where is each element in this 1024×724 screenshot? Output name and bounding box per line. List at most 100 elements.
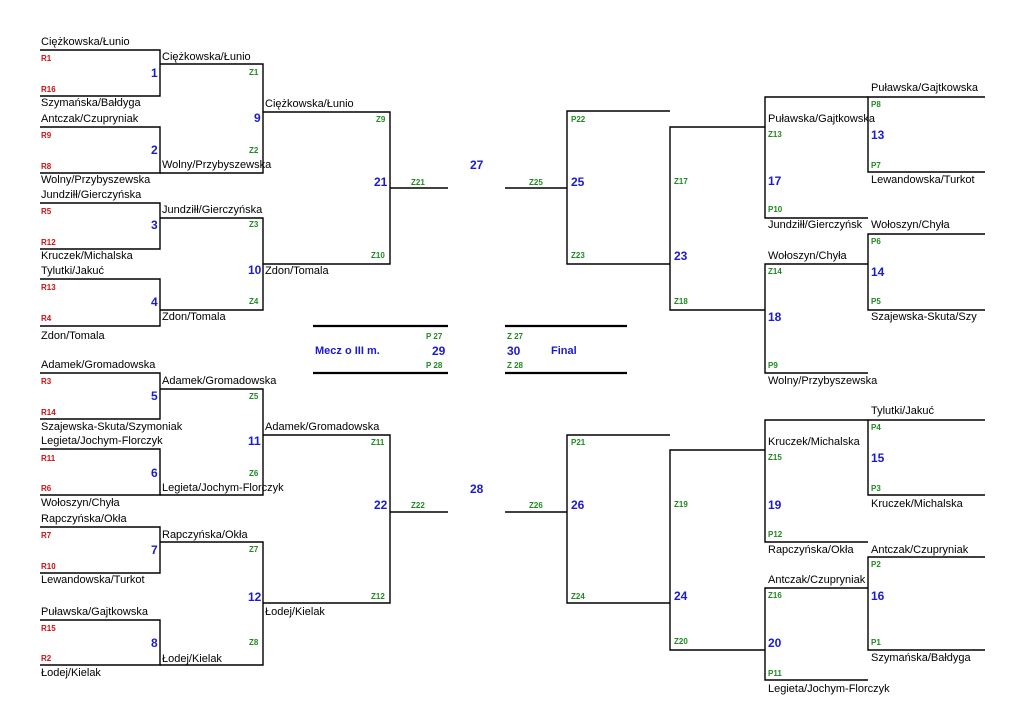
match-number: 28 — [470, 482, 484, 496]
match-number: 4 — [151, 295, 158, 309]
team-name: Lewandowska/Turkot — [871, 174, 975, 186]
team-name: Wolny/Przybyszewska — [162, 159, 272, 171]
winner-code: Z13 — [768, 130, 782, 139]
loser-code: P2 — [871, 560, 881, 569]
team-name: Ciężkowska/Łunio — [265, 98, 354, 110]
team-name: Lewandowska/Turkot — [41, 574, 145, 586]
team-name: Szajewska-Skuta/Szy — [871, 311, 977, 323]
match-number: 10 — [248, 263, 262, 277]
match-number: 27 — [470, 158, 484, 172]
winner-code: Z23 — [571, 251, 585, 260]
team-name: Adamek/Gromadowska — [41, 359, 156, 371]
match-number: 1 — [151, 66, 158, 80]
match-number: 16 — [871, 589, 885, 603]
match-number: 2 — [151, 143, 158, 157]
match-number: 24 — [674, 589, 688, 603]
winner-code: Z 27 — [507, 332, 524, 341]
match-number: 22 — [374, 498, 388, 512]
match-number: 6 — [151, 466, 158, 480]
loser-code: P1 — [871, 638, 881, 647]
winner-code: Z8 — [249, 638, 259, 647]
match-number: 11 — [248, 434, 261, 448]
match-number: 14 — [871, 265, 885, 279]
match-number: 20 — [768, 636, 782, 650]
seed-code: R1 — [41, 54, 52, 63]
team-name: Jundziłł/Gierczyńska — [41, 189, 142, 201]
winner-code: Z7 — [249, 545, 259, 554]
team-name: Ciężkowska/Łunio — [41, 36, 130, 48]
team-name: Szymańska/Bałdyga — [871, 652, 971, 664]
team-name: Wołoszyn/Chyła — [768, 250, 847, 262]
winner-code: Z21 — [411, 178, 425, 187]
seed-code: R14 — [41, 408, 56, 417]
winner-code: Z1 — [249, 68, 259, 77]
winner-code: Z22 — [411, 501, 425, 510]
loser-code: P11 — [768, 669, 782, 678]
loser-code: P21 — [571, 438, 586, 447]
seed-code: R16 — [41, 85, 56, 94]
match-number: 21 — [374, 175, 388, 189]
team-name: Wołoszyn/Chyła — [871, 219, 950, 231]
winner-code: Z25 — [529, 178, 543, 187]
winner-code: Z18 — [674, 297, 688, 306]
team-name: Jundziłł/Gierczyńsk — [768, 219, 863, 231]
loser-code: P9 — [768, 361, 778, 370]
winner-code: Z12 — [371, 592, 385, 601]
match-number: 12 — [248, 590, 262, 604]
winner-code: Z5 — [249, 392, 259, 401]
team-name: Zdon/Tomala — [162, 311, 226, 323]
team-name: Wołoszyn/Chyła — [41, 497, 120, 509]
match-number: 30 — [507, 344, 521, 358]
match-number: 17 — [768, 174, 782, 188]
seed-code: R2 — [41, 654, 52, 663]
match-number: 25 — [571, 175, 585, 189]
match-number: 3 — [151, 218, 158, 232]
seed-code: R15 — [41, 624, 56, 633]
team-name: Puławska/Gajtkowska — [871, 82, 978, 94]
loser-code: P22 — [571, 115, 586, 124]
winner-code: Z2 — [249, 146, 259, 155]
team-name: Antczak/Czupryniak — [871, 544, 969, 556]
match-number: 5 — [151, 389, 158, 403]
winner-code: Z20 — [674, 637, 688, 646]
loser-code: P3 — [871, 484, 881, 493]
match-number: 26 — [571, 498, 585, 512]
bracket-connectors — [40, 49, 985, 681]
team-name: Zdon/Tomala — [41, 330, 105, 342]
team-name: Łodej/Kielak — [265, 606, 325, 618]
third-place-label: Mecz o III m. — [315, 345, 380, 357]
team-name: Ciężkowska/Łunio — [162, 51, 251, 63]
winner-code: Z6 — [249, 469, 259, 478]
seed-code: R12 — [41, 238, 56, 247]
center-final-frames — [313, 324, 627, 375]
loser-code: P4 — [871, 423, 881, 432]
match-number: 18 — [768, 310, 782, 324]
winner-code: Z4 — [249, 297, 259, 306]
winner-code: Z 28 — [507, 361, 524, 370]
team-name: Puławska/Gajtkowska — [768, 113, 875, 125]
team-name: Puławska/Gajtkowska — [41, 606, 148, 618]
match-number: 9 — [254, 111, 261, 125]
team-name: Adamek/Gromadowska — [162, 375, 277, 387]
seed-code: R13 — [41, 283, 56, 292]
winner-code: Z16 — [768, 591, 782, 600]
winner-code: Z24 — [571, 592, 585, 601]
team-name: Łodej/Kielak — [41, 667, 101, 679]
seed-code: R10 — [41, 562, 56, 571]
match-number: 29 — [432, 344, 446, 358]
team-name: Kruczek/Michalska — [871, 498, 963, 510]
team-name: Szajewska-Skuta/Szymoniak — [41, 421, 183, 433]
team-name: Rapczyńska/Okła — [162, 529, 248, 541]
winner-code: Z17 — [674, 177, 688, 186]
team-name: Rapczyńska/Okła — [768, 544, 854, 556]
team-name: Zdon/Tomala — [265, 265, 329, 277]
loser-code: P 28 — [426, 361, 443, 370]
team-name: Rapczyńska/Okła — [41, 513, 127, 525]
match-number: 13 — [871, 128, 885, 142]
match-number: 15 — [871, 451, 885, 465]
seed-code: R6 — [41, 484, 52, 493]
match-number: 8 — [151, 636, 158, 650]
seed-code: R3 — [41, 377, 52, 386]
